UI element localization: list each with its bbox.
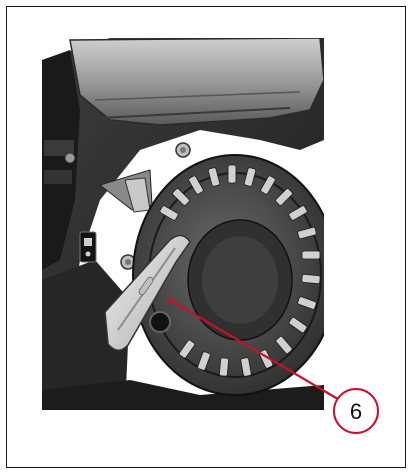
engine-housing [42, 38, 324, 410]
fuel-tank [69, 38, 324, 126]
cover-vent-slots [159, 164, 321, 377]
crankcase [42, 260, 130, 410]
callout-circle [333, 388, 379, 434]
engine-render [42, 38, 324, 410]
rope-outlet [149, 311, 171, 333]
callout-number: 6 [350, 399, 362, 424]
starter-grip-handle [104, 234, 191, 351]
callout-leader-line [169, 299, 344, 403]
cylinder-side [42, 50, 80, 270]
engine-switch [79, 231, 97, 263]
